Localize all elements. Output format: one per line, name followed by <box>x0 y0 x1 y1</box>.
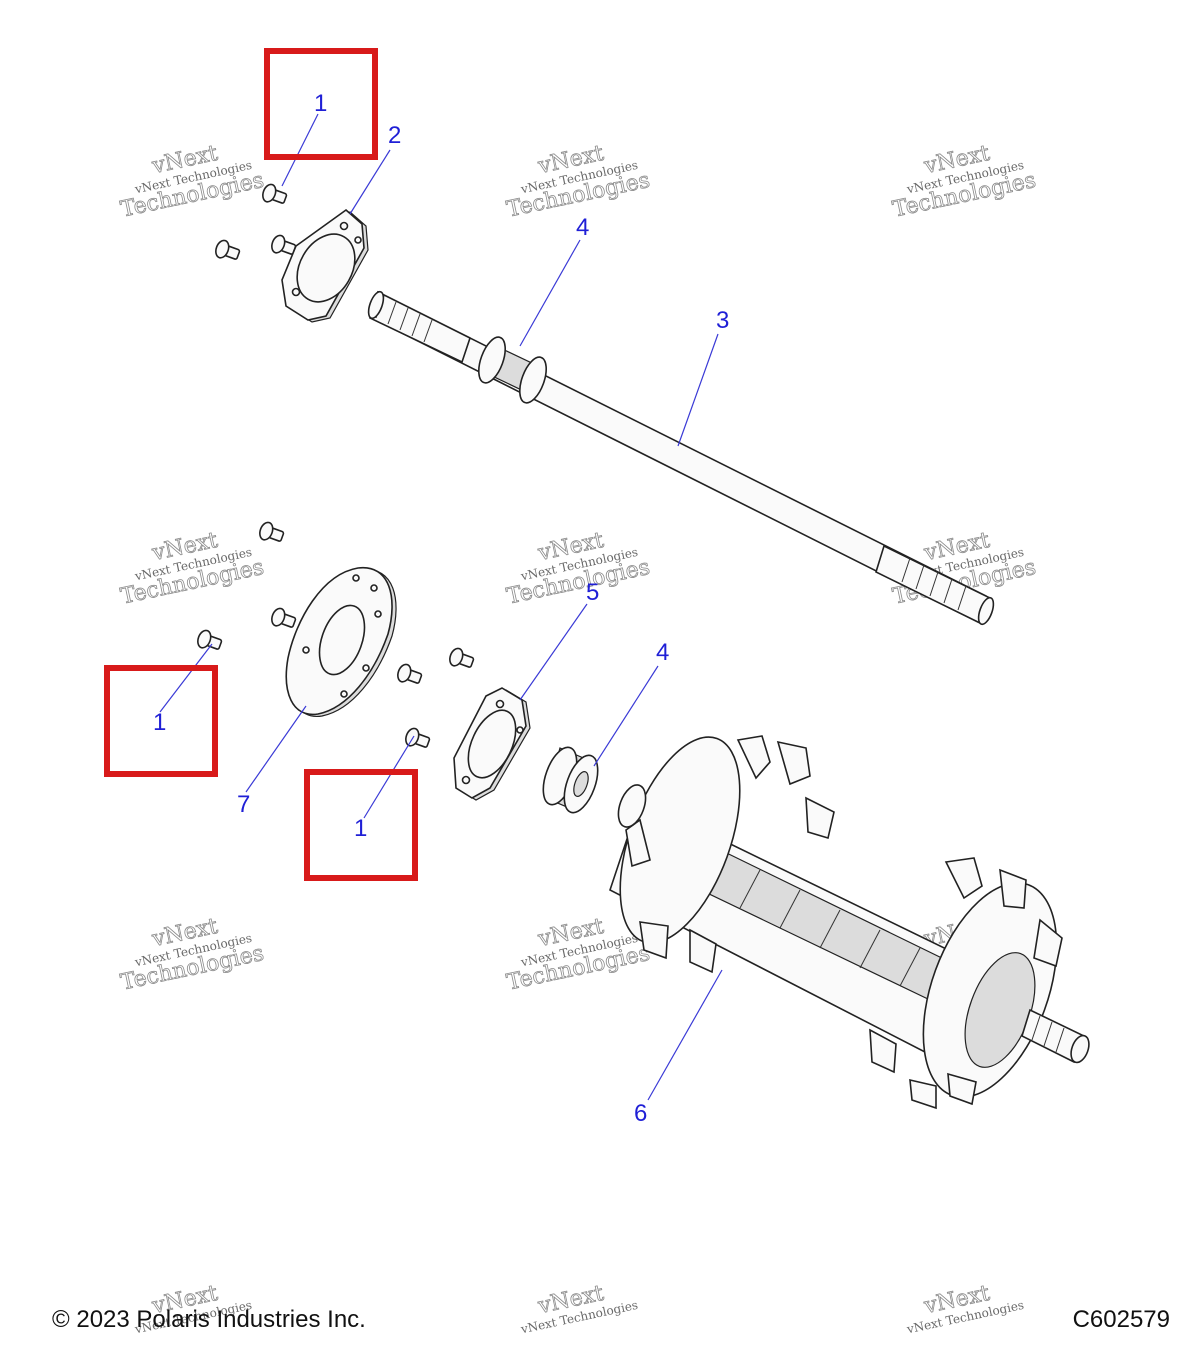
flange-plate-part <box>281 208 369 323</box>
gasket-plate-part <box>285 567 397 717</box>
watermark: vNext vNext Technologies Technologies <box>118 527 266 610</box>
bolt-part <box>271 234 297 255</box>
bolt-part <box>259 521 285 542</box>
leader-line <box>647 969 723 1101</box>
watermark: vNext vNext Technologies Technologies <box>890 140 1038 223</box>
callout-4: 4 <box>656 639 669 666</box>
leader-line <box>159 643 213 713</box>
watermark: vNext vNext Technologies Technologies <box>118 913 266 996</box>
watermark: vNext vNext Technologies Technologies <box>118 140 266 223</box>
bolt-part <box>262 183 288 204</box>
bolt-part <box>197 629 223 650</box>
leader-line <box>677 333 719 447</box>
drive-shaft-part <box>367 290 995 626</box>
leader-line <box>281 113 319 187</box>
highlight-box <box>104 665 218 777</box>
bolt-part <box>397 663 423 684</box>
watermark: vNext vNext Technologies <box>519 1280 639 1336</box>
watermark: vNext vNext Technologies <box>905 1280 1025 1336</box>
leader-line <box>519 239 581 347</box>
callout-3: 3 <box>716 307 729 334</box>
callout-5: 5 <box>586 579 599 606</box>
callout-6: 6 <box>634 1100 647 1127</box>
callout-2: 2 <box>388 122 401 149</box>
flange-plate-part <box>453 687 531 801</box>
bolt-part <box>449 647 475 668</box>
copyright-text: © 2023 Polaris Industries Inc. <box>52 1306 366 1333</box>
leader-line <box>349 149 391 215</box>
callout-7: 7 <box>237 791 250 818</box>
watermark: vNext vNext Technologies Technologies <box>504 527 652 610</box>
leader-line <box>245 705 307 793</box>
sprocket-shaft-assembly-part <box>609 735 1090 1110</box>
bolt-part <box>271 607 297 628</box>
watermark-group: vNext vNext Technologies Technologies vN… <box>118 140 1038 1336</box>
leader-line <box>519 603 588 701</box>
bolt-part <box>215 239 241 260</box>
callout-4: 4 <box>576 214 589 241</box>
figure-id: C602579 <box>1072 1306 1170 1333</box>
callout-1: 1 <box>354 815 367 842</box>
bolt-part <box>405 727 431 748</box>
leader-line <box>593 665 659 767</box>
bearing-part <box>542 746 599 814</box>
watermark: vNext vNext Technologies Technologies <box>504 140 652 223</box>
collar-part <box>478 336 547 404</box>
leader-line <box>363 735 415 819</box>
callout-1: 1 <box>153 709 166 736</box>
callout-1: 1 <box>314 90 327 117</box>
highlight-box <box>264 48 378 160</box>
highlight-box <box>304 769 418 881</box>
